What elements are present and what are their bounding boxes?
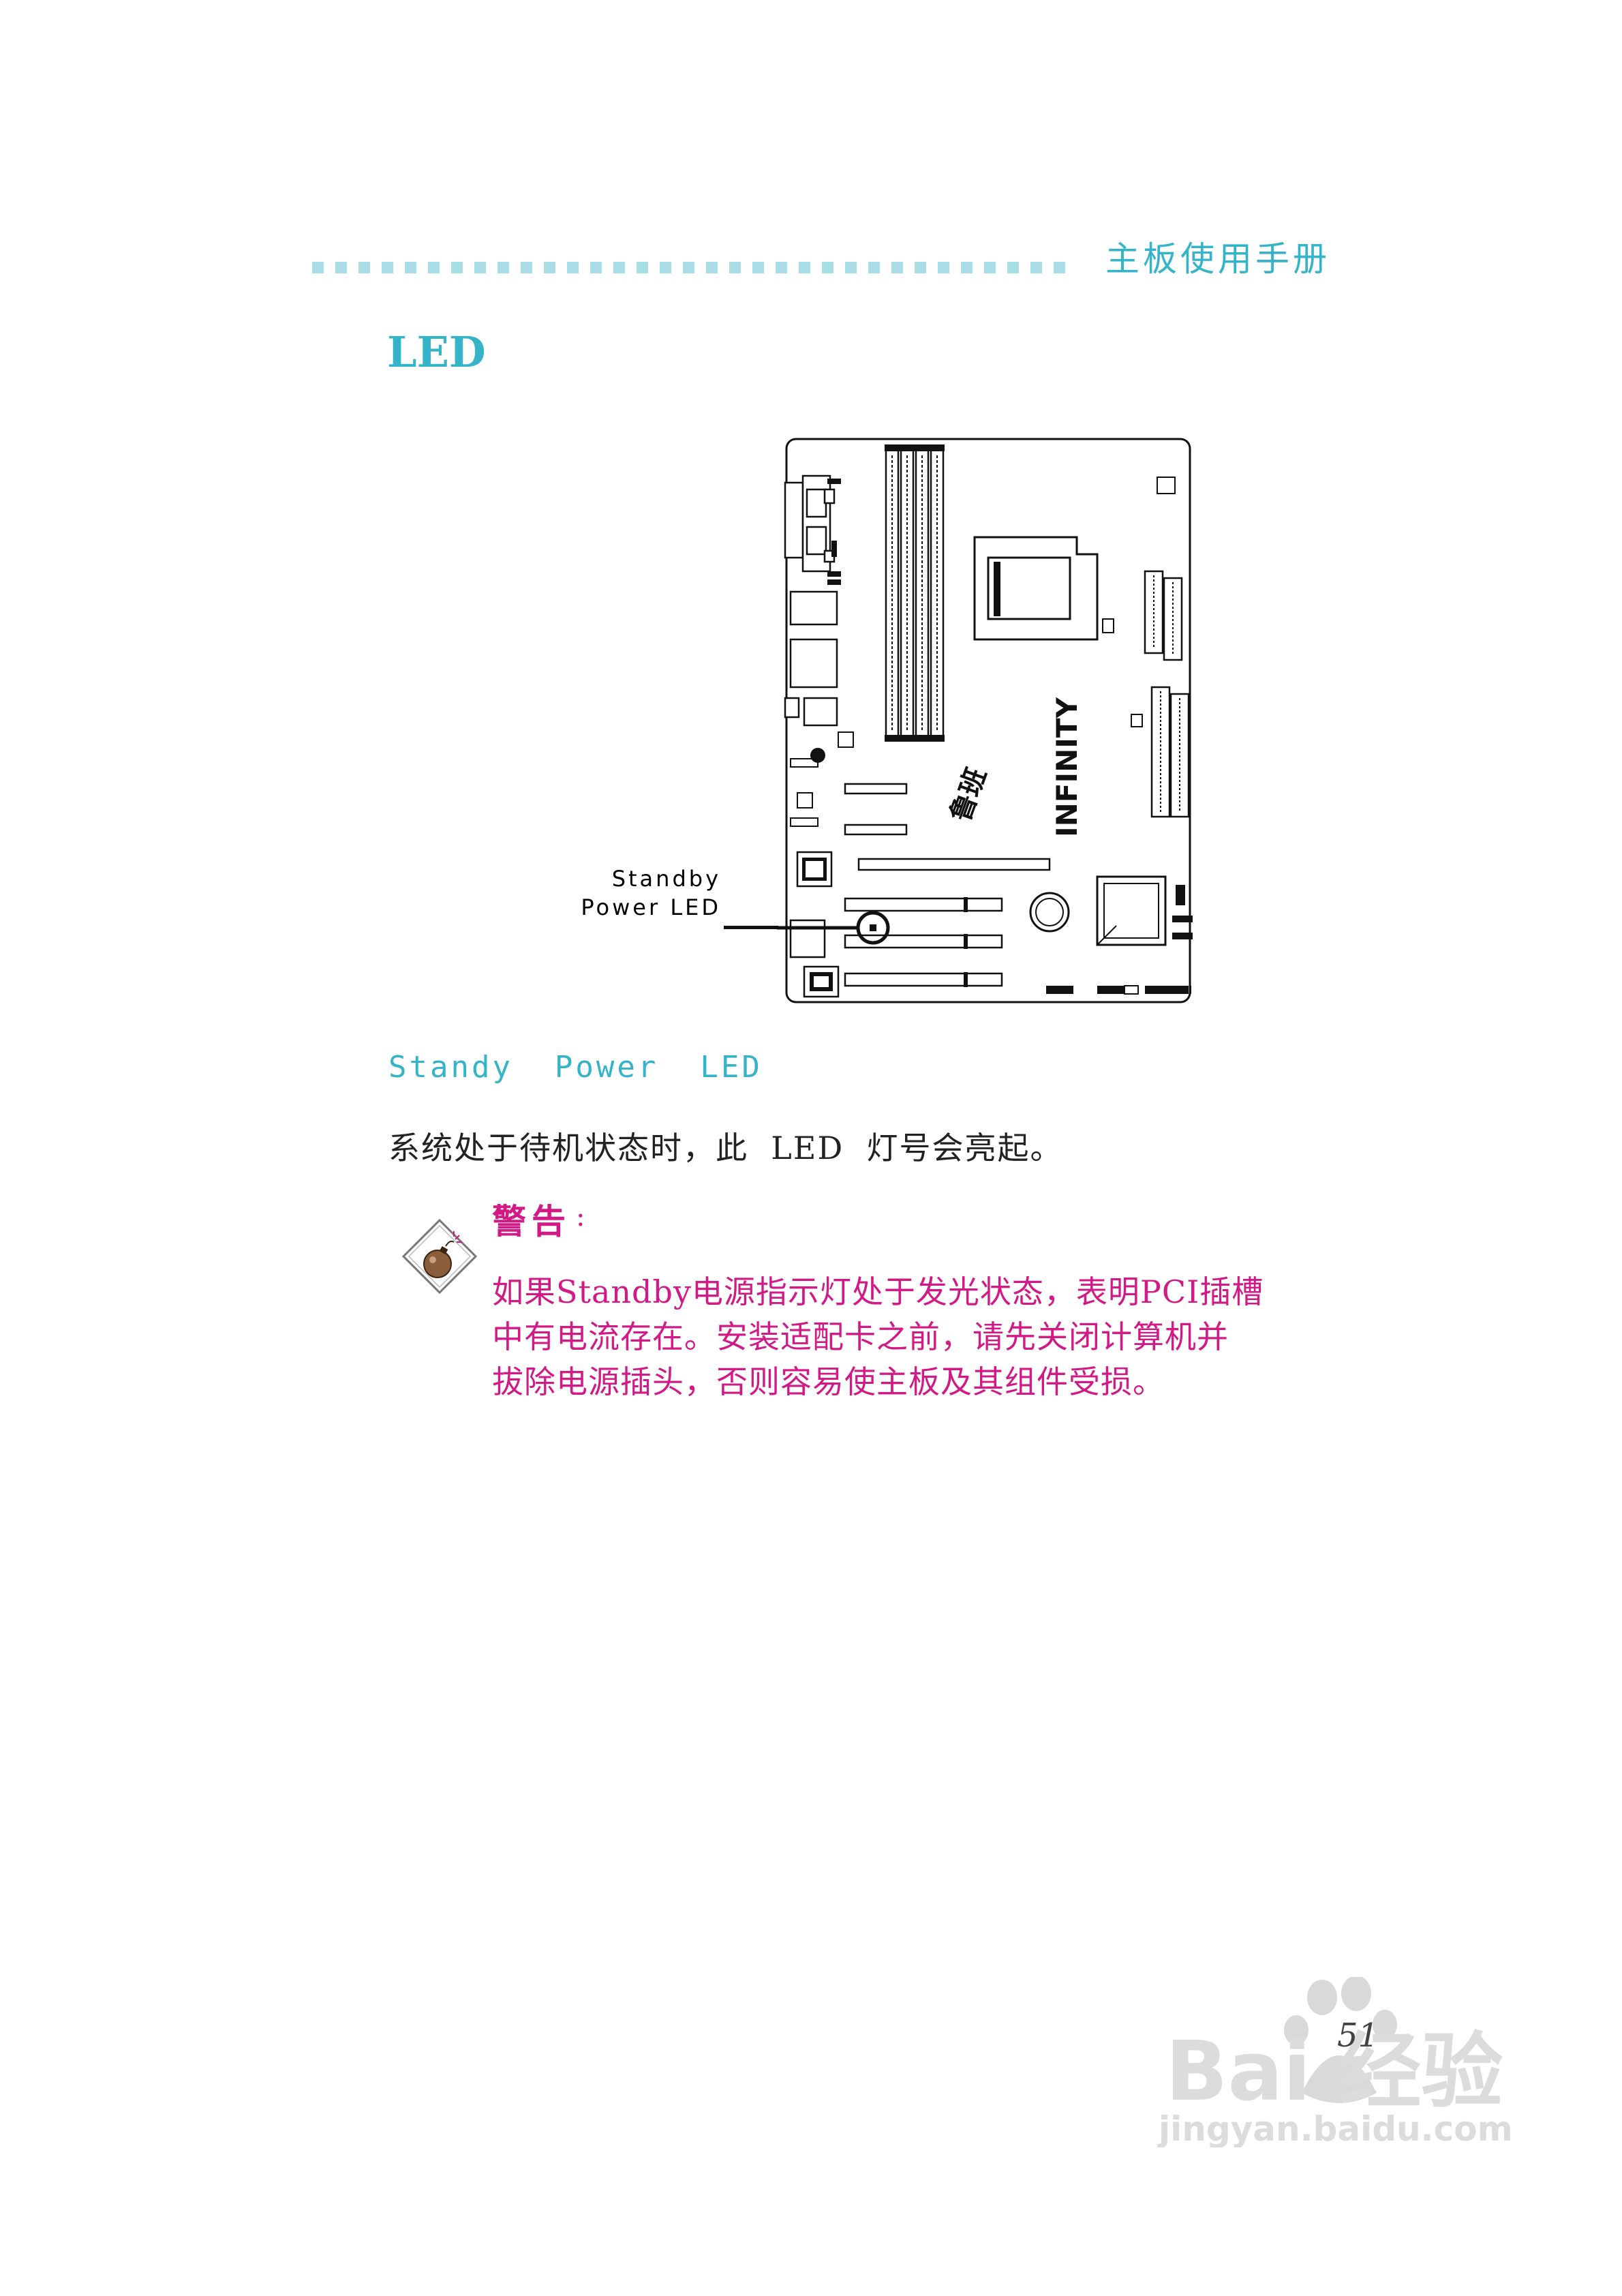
warning-line-3: 拔除电源插头，否则容易使主板及其组件受损。 <box>492 1363 1165 1400</box>
warning-line-2: 中有电流存在。安装适配卡之前，请先关闭计算机并 <box>492 1318 1229 1355</box>
warning-line-1: 如果Standby电源指示灯处于发光状态，表明PCI插槽 <box>492 1273 1264 1310</box>
subsection-title: Standy Power LED <box>388 1050 763 1085</box>
standby-power-led-callout: Standby Power LED <box>538 864 721 922</box>
warning-text: 如果Standby电源指示灯处于发光状态，表明PCI插槽 中有电流存在。安装适配… <box>492 1269 1378 1404</box>
bomb-warning-icon <box>402 1219 477 1294</box>
motherboard-diagram: 鲁班 INFINITY <box>777 438 1193 1003</box>
led-description: 系统处于待机状态时，此 LED 灯号会亮起。 <box>388 1130 1063 1166</box>
baidu-jingyan-watermark: Bai 经验 jingyan.baidu.com <box>1157 1977 1513 2147</box>
watermark-line-2: jingyan.baidu.com <box>1157 2109 1513 2147</box>
watermark-line-1: Bai 经验 <box>1165 2025 1503 2119</box>
callout-line-2: Power LED <box>581 894 721 920</box>
page-number: 51 <box>1337 2016 1379 2055</box>
brand-logo: INFINITY <box>1050 697 1084 837</box>
running-title: 主板使用手册 <box>1105 239 1330 279</box>
callout-line-1: Standby <box>611 866 721 892</box>
header-dotted-rule <box>312 262 1065 273</box>
warning-title: 警告 <box>492 1201 571 1241</box>
section-title: LED <box>387 327 486 377</box>
callout-pointer-line <box>724 926 778 929</box>
warning-colon: : <box>576 1201 585 1233</box>
